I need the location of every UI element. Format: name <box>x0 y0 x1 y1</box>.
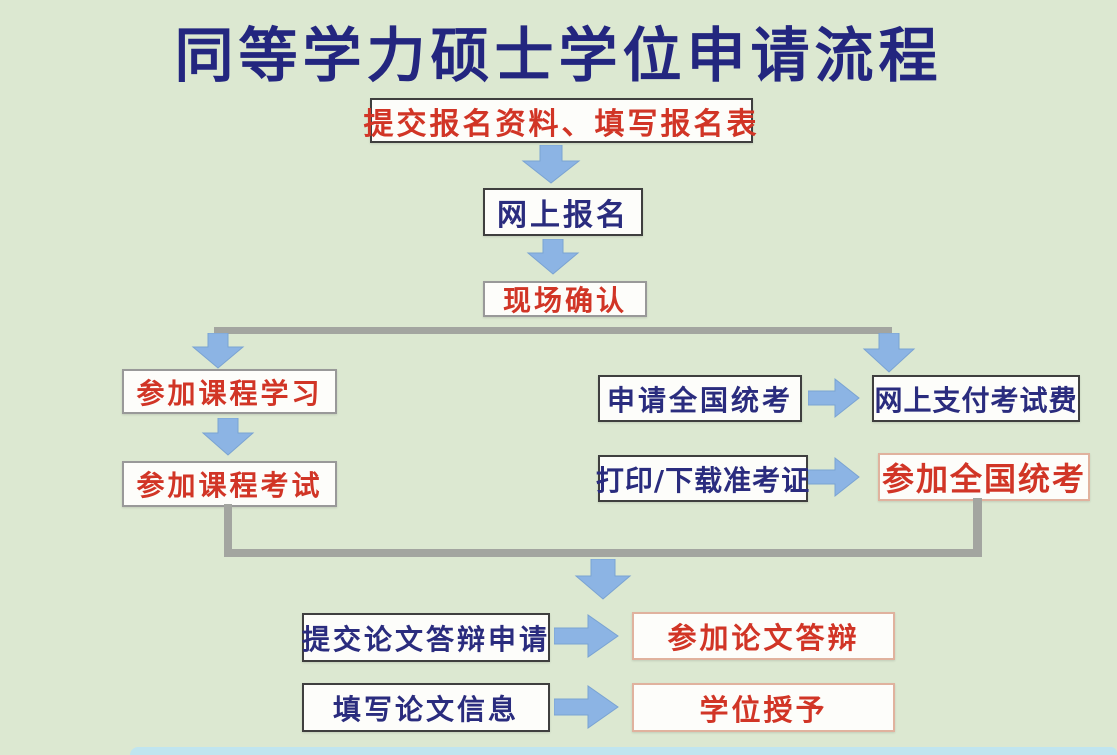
merge-connector-line <box>973 498 982 554</box>
down-arrow-icon <box>191 333 245 369</box>
node-submit-materials: 提交报名资料、填写报名表 <box>364 98 757 143</box>
bottom-banner-edge <box>130 747 1117 755</box>
node-onsite-confirmation: 现场确认 <box>483 281 647 317</box>
down-arrow-icon <box>526 239 580 275</box>
node-pay-exam-fee: 网上支付考试费 <box>872 375 1080 422</box>
node-online-registration: 网上报名 <box>483 188 643 236</box>
right-arrow-icon <box>808 377 860 419</box>
node-apply-national-exam: 申请全国统考 <box>598 375 802 422</box>
node-course-study: 参加课程学习 <box>122 369 337 414</box>
right-arrow-icon <box>554 614 619 658</box>
down-arrow-icon <box>862 333 916 373</box>
down-arrow-icon <box>574 559 632 600</box>
node-course-exam: 参加课程考试 <box>122 461 337 507</box>
node-degree-award: 学位授予 <box>632 683 895 732</box>
down-arrow-icon <box>201 418 255 456</box>
right-arrow-icon <box>554 685 619 729</box>
branch-connector-line <box>214 327 892 334</box>
page-title: 同等学力硕士学位申请流程 <box>174 21 943 90</box>
down-arrow-icon <box>521 145 581 184</box>
right-arrow-icon <box>808 456 860 498</box>
node-take-national-exam: 参加全国统考 <box>878 453 1090 501</box>
node-attend-thesis-defense: 参加论文答辩 <box>632 612 895 660</box>
merge-connector-line <box>224 504 232 554</box>
node-submit-defense-application: 提交论文答辩申请 <box>302 613 550 662</box>
merge-connector-line <box>224 549 982 557</box>
node-print-download-ticket: 打印/下载准考证 <box>596 455 809 502</box>
node-fill-thesis-info: 填写论文信息 <box>302 683 550 732</box>
